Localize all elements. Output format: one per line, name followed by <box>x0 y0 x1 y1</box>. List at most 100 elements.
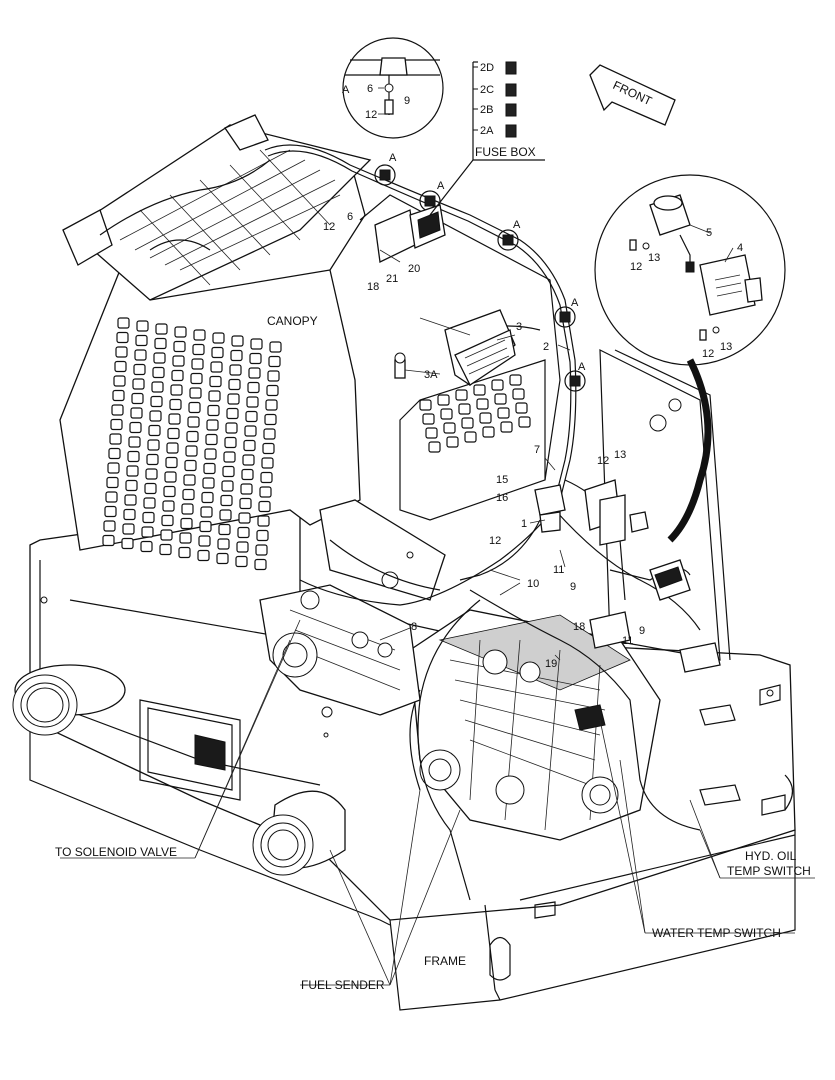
grid-hole <box>208 390 221 402</box>
grid-hole <box>123 508 136 521</box>
grid-hole <box>109 433 122 445</box>
grid-hole <box>204 448 217 460</box>
bulb-3a <box>394 352 406 379</box>
label-fuel-sender: FUEL SENDER <box>301 978 385 992</box>
grid-hole <box>130 407 143 419</box>
grid-hole <box>515 402 528 414</box>
grid-hole <box>161 514 174 527</box>
grid-hole <box>179 532 192 544</box>
grid-hole <box>185 445 198 457</box>
detail-a-callout <box>342 37 444 139</box>
grid-hole <box>201 491 214 504</box>
grid-hole <box>210 361 223 373</box>
grid-hole <box>443 422 456 434</box>
grid-hole <box>235 555 248 568</box>
grid-hole <box>184 459 197 472</box>
grid-hole <box>491 379 504 391</box>
grid-hole <box>494 393 507 405</box>
part-12-b: 12 <box>489 535 501 547</box>
grid-hole <box>440 408 453 420</box>
grid-hole <box>122 523 135 535</box>
grid-hole <box>105 491 118 503</box>
grid-hole <box>224 436 237 449</box>
grid-hole <box>254 558 267 571</box>
grid-hole <box>209 375 222 388</box>
grid-hole <box>255 544 268 556</box>
grid-hole <box>458 403 471 415</box>
grid-hole <box>261 457 274 469</box>
grid-hole <box>262 442 275 455</box>
fuse-icon <box>505 103 517 117</box>
part-18-a: 18 <box>367 281 379 293</box>
sensor-bracket <box>589 611 721 673</box>
grid-hole <box>186 430 199 443</box>
part-18-b: 18 <box>573 621 585 633</box>
grid-hole <box>200 506 213 518</box>
grid-hole <box>163 485 176 498</box>
grid-hole <box>178 546 191 559</box>
part-9-b: 9 <box>639 625 645 637</box>
grid-hole <box>187 416 200 428</box>
part-3: 3 <box>516 321 522 333</box>
roof-grid <box>119 149 341 286</box>
canopy-front-grid <box>419 374 531 453</box>
grid-hole <box>133 363 146 376</box>
grid-hole <box>145 468 158 480</box>
grid-hole <box>236 541 249 553</box>
grid-hole <box>256 529 269 542</box>
grid-hole <box>140 540 153 553</box>
grid-hole <box>126 465 139 477</box>
grid-hole <box>150 395 163 408</box>
detail-a-part-12: 12 <box>365 109 377 121</box>
grid-hole <box>164 471 177 483</box>
grid-hole <box>257 515 270 527</box>
grid-hole <box>189 387 202 399</box>
fuse-label-2a: 2A <box>480 125 494 137</box>
part-21: 21 <box>386 273 398 285</box>
grid-hole <box>226 407 239 420</box>
grid-hole <box>183 474 196 486</box>
grid-hole <box>192 343 205 356</box>
grid-hole <box>246 396 259 408</box>
front-direction-arrow <box>589 64 676 126</box>
grid-hole <box>237 526 250 539</box>
grid-hole <box>269 341 282 353</box>
canopy <box>59 114 561 571</box>
grid-hole <box>180 517 193 530</box>
grid-hole <box>141 526 154 538</box>
grid-hole <box>173 340 186 353</box>
grid-hole <box>227 393 240 405</box>
grid-hole <box>116 331 129 344</box>
fuse-icon <box>505 124 517 138</box>
grid-hole <box>231 335 244 347</box>
relay-bracket <box>584 479 649 546</box>
grid-hole <box>217 538 230 550</box>
relay-connector <box>534 484 566 533</box>
left-rear-axle <box>12 664 126 736</box>
detail-part-5: 5 <box>706 227 712 239</box>
grid-hole <box>198 535 211 547</box>
left-front-axle <box>252 790 346 876</box>
grid-hole <box>153 352 166 364</box>
detail-part-12-bottom: 12 <box>702 348 714 360</box>
grid-hole <box>155 323 168 335</box>
grid-hole <box>154 337 167 350</box>
grid-hole <box>199 520 212 533</box>
grid-hole <box>114 360 127 373</box>
grid-hole <box>241 468 254 481</box>
detail-ref-a-3: A <box>513 219 521 231</box>
grid-hole <box>117 317 130 329</box>
label-hyd-oil: HYD. OIL <box>745 849 797 863</box>
detail-ref-a-2: A <box>437 180 445 192</box>
grid-hole <box>263 428 276 440</box>
fuse-icon <box>505 61 517 75</box>
grid-hole <box>244 425 257 437</box>
grid-hole <box>242 454 255 466</box>
grid-hole <box>132 378 145 390</box>
part-15: 15 <box>496 474 508 486</box>
part-7: 7 <box>534 444 540 456</box>
label-canopy: CANOPY <box>267 314 318 328</box>
detail-ref-a-1: A <box>389 152 397 164</box>
grid-hole <box>266 384 279 397</box>
